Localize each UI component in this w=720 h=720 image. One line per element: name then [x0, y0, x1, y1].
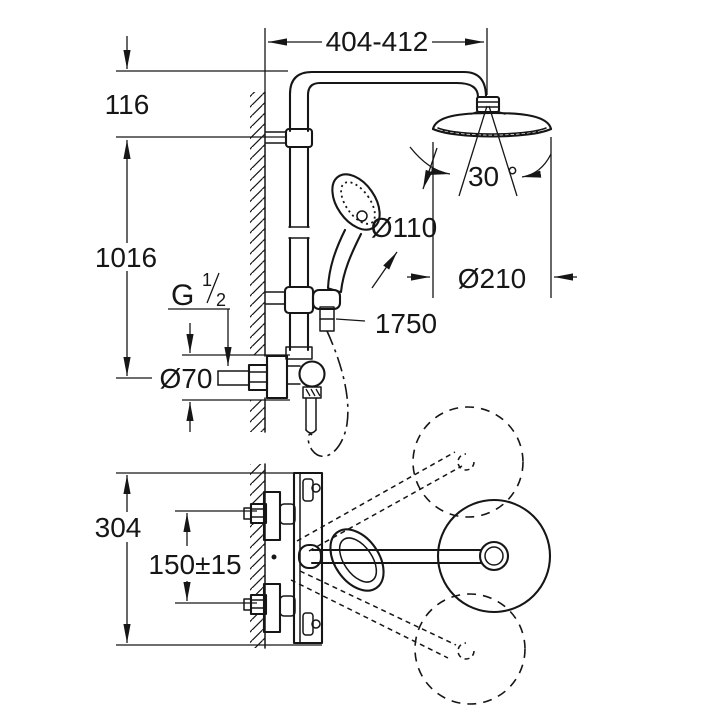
dim-head-to-bracket-label: 116: [105, 89, 150, 120]
plan-hand-shower: [329, 528, 385, 592]
elevation-wall: [250, 91, 266, 433]
thread-numerator: 1: [202, 270, 212, 290]
wall-bracket: [265, 127, 314, 149]
dim-hand-shower: Ø110: [371, 147, 438, 289]
dim-rail-height-label: 1016: [95, 242, 157, 273]
dim-head-to-bracket: 116: [105, 36, 288, 138]
thermostat-valve: [217, 346, 326, 434]
dim-mixer-height: 304: [95, 472, 322, 646]
dim-hand-shower-label: Ø110: [371, 212, 437, 243]
label-thread-size: G 1 2: [168, 270, 232, 366]
dim-swivel-angle: 30 °: [468, 161, 518, 192]
shower-hose: [307, 330, 349, 457]
plan-shower-arm: [297, 498, 552, 614]
dim-inlet-spacing-label: 150±15: [148, 549, 241, 580]
dim-rail-height: 1016: [95, 140, 157, 379]
hand-shower: [326, 173, 381, 294]
swivel-arm-dashed-positions: [290, 406, 526, 705]
thread-prefix: G: [171, 279, 194, 312]
label-hose-length-text: 1750: [375, 308, 437, 339]
plan-wall: [250, 463, 266, 649]
dim-head-shower: Ø210: [407, 137, 577, 298]
dim-arm-projection: 404-412: [264, 26, 488, 95]
head-shower: [431, 95, 553, 138]
dim-supply-escutcheon-label: Ø70: [160, 363, 213, 394]
dim-head-shower-label: Ø210: [458, 263, 527, 294]
label-hose-length: 1750: [335, 308, 437, 339]
dim-arm-projection-label: 404-412: [326, 26, 429, 57]
thread-denominator: 2: [216, 290, 226, 310]
dim-mixer-height-label: 304: [95, 512, 142, 543]
hand-shower-holder: [265, 285, 342, 332]
dim-supply-escutcheon: Ø70: [160, 323, 290, 432]
shower-rail: [288, 70, 488, 352]
head-swivel-indicator: 30 °: [409, 105, 552, 197]
dim-inlet-spacing: 150±15: [148, 510, 257, 604]
